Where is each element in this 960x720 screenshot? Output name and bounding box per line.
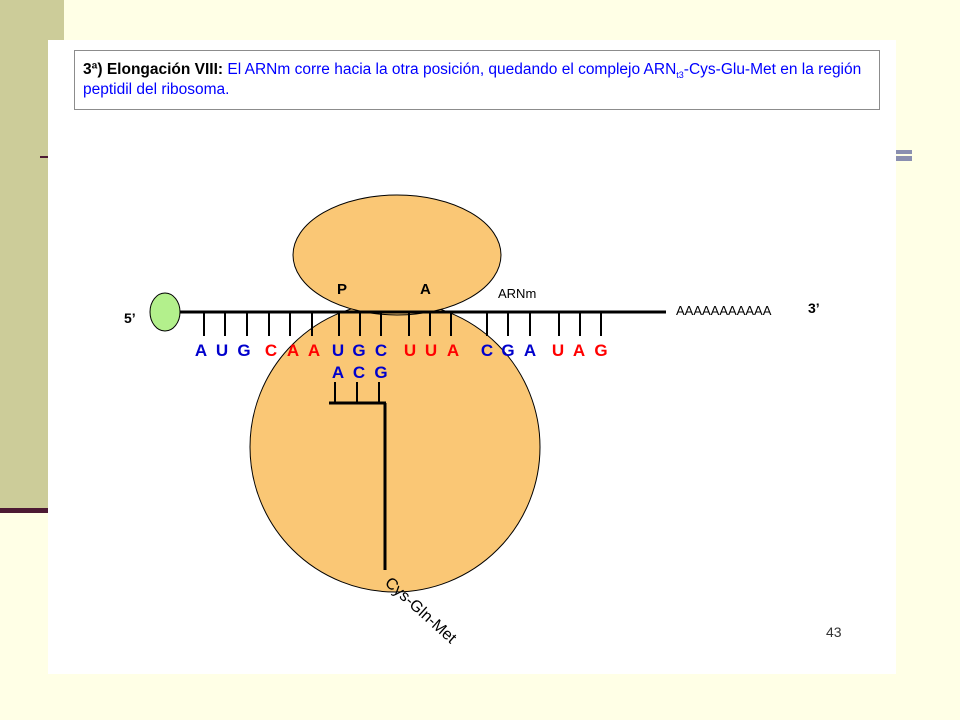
mrna-base: C [375,341,387,360]
mrna-base: C [265,341,277,360]
p-site-label: P [337,281,347,298]
caption-heading: 3ª) Elongación VIII: [83,61,224,78]
mrna-base: U [404,341,416,360]
slide-number: 43 [826,624,842,640]
mrna-base: G [352,341,365,360]
three-prime-label: 3’ [808,300,820,316]
mrna-base: G [501,341,514,360]
mrna-base: U [425,341,437,360]
anticodon-base: C [353,363,365,382]
anticodon-base: A [332,363,344,382]
caption-text-1: El ARNm corre hacia la otra posición, qu… [223,61,677,78]
mrna-base-ticks [203,312,602,336]
mrna-label: ARNm [498,286,536,301]
mrna-base: A [573,341,585,360]
a-site-label: A [420,281,431,298]
mrna-base: U [332,341,344,360]
decor-right-tab [894,150,912,166]
mrna-base: U [552,341,564,360]
decor-rule-dark [0,508,60,513]
mrna-base: A [195,341,207,360]
five-prime-label: 5’ [124,310,136,326]
decor-rule-thin [40,156,50,158]
caption-text-2: -Cys-Glu-Met en la región peptidil del r… [83,61,862,98]
mrna-base: C [481,341,493,360]
caption-box: 3ª) Elongación VIII: El ARNm corre hacia… [74,50,880,110]
anticodon-base: G [374,363,387,382]
mrna-5-cap [149,292,181,332]
mrna-base: A [524,341,536,360]
mrna-base: A [287,341,299,360]
mrna-base: G [594,341,607,360]
trna-structure [329,382,387,570]
poly-a-tail: AAAAAAAAAAA [676,303,772,318]
ribosome-small-subunit [292,194,502,316]
mrna-base: G [237,341,250,360]
mrna-base: U [216,341,228,360]
caption-subscript: t3 [676,70,684,81]
mrna-base: A [447,341,459,360]
mrna-base: A [308,341,320,360]
